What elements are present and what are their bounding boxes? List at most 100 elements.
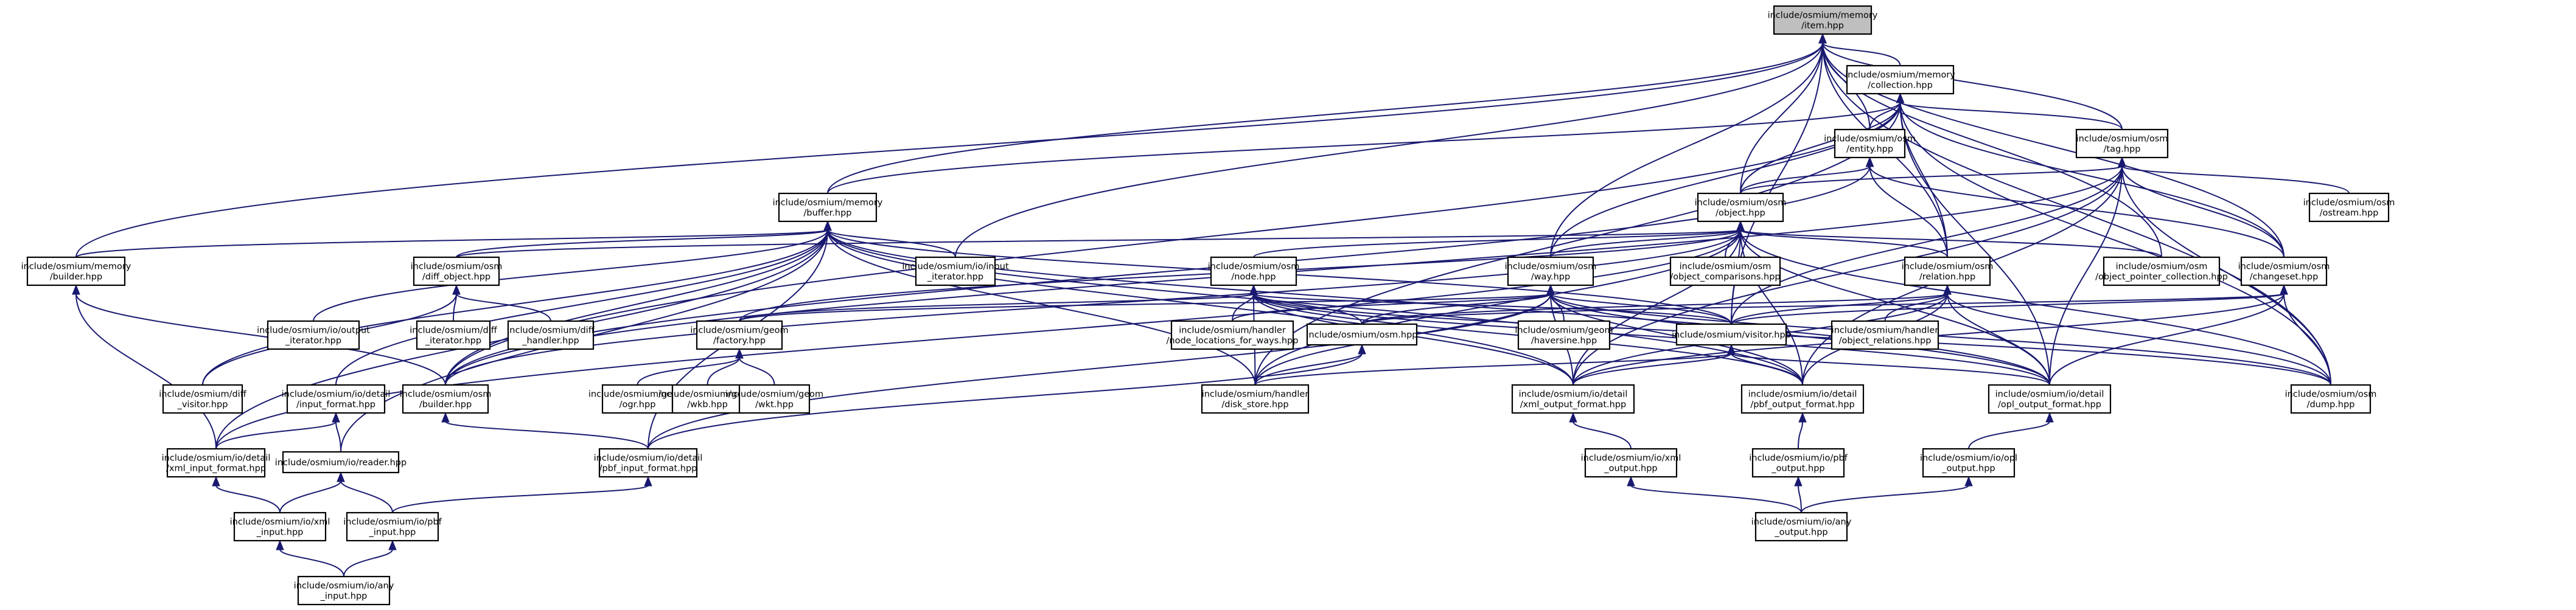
node-label: /item.hpp — [1801, 21, 1844, 31]
dependency-edge — [647, 353, 1363, 449]
node-label: include/osmium/osm — [2238, 262, 2330, 272]
node-label: /entity.hpp — [1846, 145, 1893, 154]
dependency-edge — [2121, 165, 2331, 386]
node-box — [267, 320, 360, 350]
graph-node-any-input[interactable]: include/osmium/io/any_input.hpp — [294, 575, 394, 606]
node-box — [1846, 64, 1955, 95]
graph-node-pbf-output-format[interactable]: include/osmium/io/detail/pbf_output_form… — [1740, 384, 1865, 414]
dependency-edge — [1254, 353, 1732, 386]
dependency-edge — [707, 357, 740, 386]
dependency-edge — [1822, 42, 1901, 66]
graph-node-item[interactable]: include/osmium/memory/item.hpp — [1768, 5, 1878, 35]
graph-node-node-locations[interactable]: include/osmium/handler/node_locations_fo… — [1167, 320, 1299, 350]
graph-node-object[interactable]: include/osmium/osm/object.hpp — [1695, 192, 1787, 223]
edge-arrowhead — [441, 412, 450, 423]
node-label: include/osmium/osm — [2116, 262, 2208, 272]
dependency-edge — [827, 229, 1256, 386]
graph-node-diff-object[interactable]: include/osmium/osm/diff_object.hpp — [411, 256, 503, 286]
graph-node-osm-hpp[interactable]: include/osmium/osm.hpp — [1307, 323, 1418, 346]
graph-node-entity[interactable]: include/osmium/osm/entity.hpp — [1824, 128, 1916, 159]
dependency-edge — [1899, 102, 2123, 130]
node-label: /pbf_output_format.hpp — [1750, 400, 1854, 410]
node-box — [1210, 256, 1297, 286]
edge-arrowhead — [2118, 156, 2126, 167]
dependency-edge — [1899, 102, 2050, 386]
graph-node-buffer[interactable]: include/osmium/memory/buffer.hpp — [773, 192, 883, 223]
graph-node-diff-visitor[interactable]: include/osmium/diff_visitor.hpp — [159, 384, 247, 414]
graph-node-diff-handler[interactable]: include/osmium/diff_handler.hpp — [507, 320, 595, 350]
dependency-edge — [1550, 293, 2331, 386]
node-box — [1988, 384, 2112, 414]
dependency-edge — [827, 229, 956, 258]
dependency-edge — [1550, 42, 1823, 258]
dependency-edge — [1731, 353, 1803, 386]
node-label: _output.hpp — [1771, 464, 1824, 474]
graph-node-output-iterator[interactable]: include/osmium/io/output_iterator.hpp — [257, 320, 370, 350]
dependency-edge — [2283, 293, 2331, 386]
edge-arrowhead — [1896, 92, 1905, 103]
node-label: include/osmium/handler — [1202, 390, 1309, 400]
node-label: include/osmium/diff — [507, 326, 595, 336]
graph-node-haversine[interactable]: include/osmium/geom/haversine.hpp — [1515, 320, 1613, 350]
graph-node-input-iterator[interactable]: include/osmium/io/input_iterator.hpp — [902, 256, 1009, 286]
graph-node-xml-output-format[interactable]: include/osmium/io/detail/xml_output_form… — [1511, 384, 1635, 414]
graph-node-opl-output-format[interactable]: include/osmium/io/detail/opl_output_form… — [1988, 384, 2112, 414]
graph-node-osm-builder[interactable]: include/osmium/osm/builder.hpp — [400, 384, 492, 414]
graph-node-changeset[interactable]: include/osmium/osm/changeset.hpp — [2238, 256, 2330, 286]
graph-node-input-format[interactable]: include/osmium/io/detail/input_format.hp… — [282, 384, 391, 414]
node-label: /way.hpp — [1531, 272, 1570, 282]
dependency-edge — [955, 42, 1823, 258]
graph-node-wkt[interactable]: include/osmium/geom/wkt.hpp — [725, 384, 823, 414]
node-label: include/osmium/io/pbf — [343, 518, 442, 527]
node-box — [2075, 128, 2169, 159]
graph-node-object-relations[interactable]: include/osmium/handler/object_relations.… — [1831, 320, 1939, 350]
edge-arrowhead — [1794, 476, 1803, 487]
node-label: /input_format.hpp — [296, 400, 375, 410]
node-label: _output.hpp — [1604, 464, 1657, 474]
node-label: /pbf_input_format.hpp — [599, 464, 697, 474]
node-label: include/osmium/memory — [773, 198, 883, 208]
node-label: _input.hpp — [256, 528, 304, 538]
graph-node-xml-output[interactable]: include/osmium/io/xml_output.hpp — [1581, 448, 1681, 478]
graph-node-xml-input[interactable]: include/osmium/io/xml_input.hpp — [230, 511, 330, 542]
dependency-edge — [739, 357, 775, 386]
node-label: include/osmium/osm — [2076, 134, 2168, 144]
graph-node-wkb[interactable]: include/osmium/geom/wkb.hpp — [658, 384, 756, 414]
dependency-edge — [1232, 293, 1551, 322]
graph-node-way[interactable]: include/osmium/osm/way.hpp — [1505, 256, 1597, 286]
graph-node-collection[interactable]: include/osmium/memory/collection.hpp — [1845, 64, 1955, 95]
graph-node-visitor[interactable]: include/osmium/visitor.hpp — [1672, 323, 1791, 346]
graph-node-diff-iterator[interactable]: include/osmium/diff_iterator.hpp — [410, 320, 498, 350]
graph-node-opl-output[interactable]: include/osmium/io/opl_output.hpp — [1920, 448, 2017, 478]
dependency-edge — [1630, 485, 1802, 513]
dependency-edge — [1947, 293, 2050, 386]
dependency-edge — [1822, 42, 2162, 258]
graph-node-pbf-input[interactable]: include/osmium/io/pbf_input.hpp — [343, 511, 442, 542]
dependency-edge — [279, 480, 341, 513]
graph-node-mbuilder[interactable]: include/osmium/memory/builder.hpp — [21, 256, 131, 286]
node-box — [1904, 256, 1991, 286]
graph-node-dump[interactable]: include/osmium/osm/dump.hpp — [2285, 384, 2377, 414]
graph-node-geom-factory[interactable]: include/osmium/geom/factory.hpp — [690, 320, 789, 350]
graph-node-reader[interactable]: include/osmium/io/reader.hpp — [275, 451, 407, 474]
graph-node-object-pointer-collection[interactable]: include/osmium/osm/object_pointer_collec… — [2095, 256, 2228, 286]
graph-node-node[interactable]: include/osmium/osm/node.hpp — [1208, 256, 1300, 286]
node-label: include/osmium/visitor.hpp — [1672, 330, 1791, 340]
node-label: _input.hpp — [320, 592, 368, 601]
node-label: include/osmium/io/detail — [1519, 390, 1628, 400]
graph-node-any-output[interactable]: include/osmium/io/any_output.hpp — [1751, 511, 1852, 542]
graph-node-ogr[interactable]: include/osmium/geom/ogr.hpp — [588, 384, 686, 414]
graph-node-tag[interactable]: include/osmium/osm/tag.hpp — [2075, 128, 2169, 159]
graph-node-relation[interactable]: include/osmium/osm/relation.hpp — [1902, 256, 1994, 286]
graph-node-disk-store[interactable]: include/osmium/handler/disk_store.hpp — [1201, 384, 1310, 414]
node-label: include/osmium/io/output — [257, 326, 370, 336]
graph-node-xml-input-format[interactable]: include/osmium/io/detail/xml_input_forma… — [162, 448, 271, 478]
node-label: /node_locations_for_ways.hpp — [1167, 336, 1299, 346]
graph-node-object-comparisons[interactable]: include/osmium/osm/object_comparisons.hp… — [1669, 256, 1781, 286]
dependency-edge — [1361, 293, 1551, 325]
dependency-edge — [1253, 229, 1741, 258]
graph-node-pbf-output[interactable]: include/osmium/io/pbf_output.hpp — [1749, 448, 1848, 478]
dependency-edge — [739, 293, 1254, 322]
graph-node-ostream[interactable]: include/osmium/osm/ostream.hpp — [2303, 192, 2395, 223]
graph-node-pbf-input-format[interactable]: include/osmium/io/detail/pbf_input_forma… — [594, 448, 703, 478]
